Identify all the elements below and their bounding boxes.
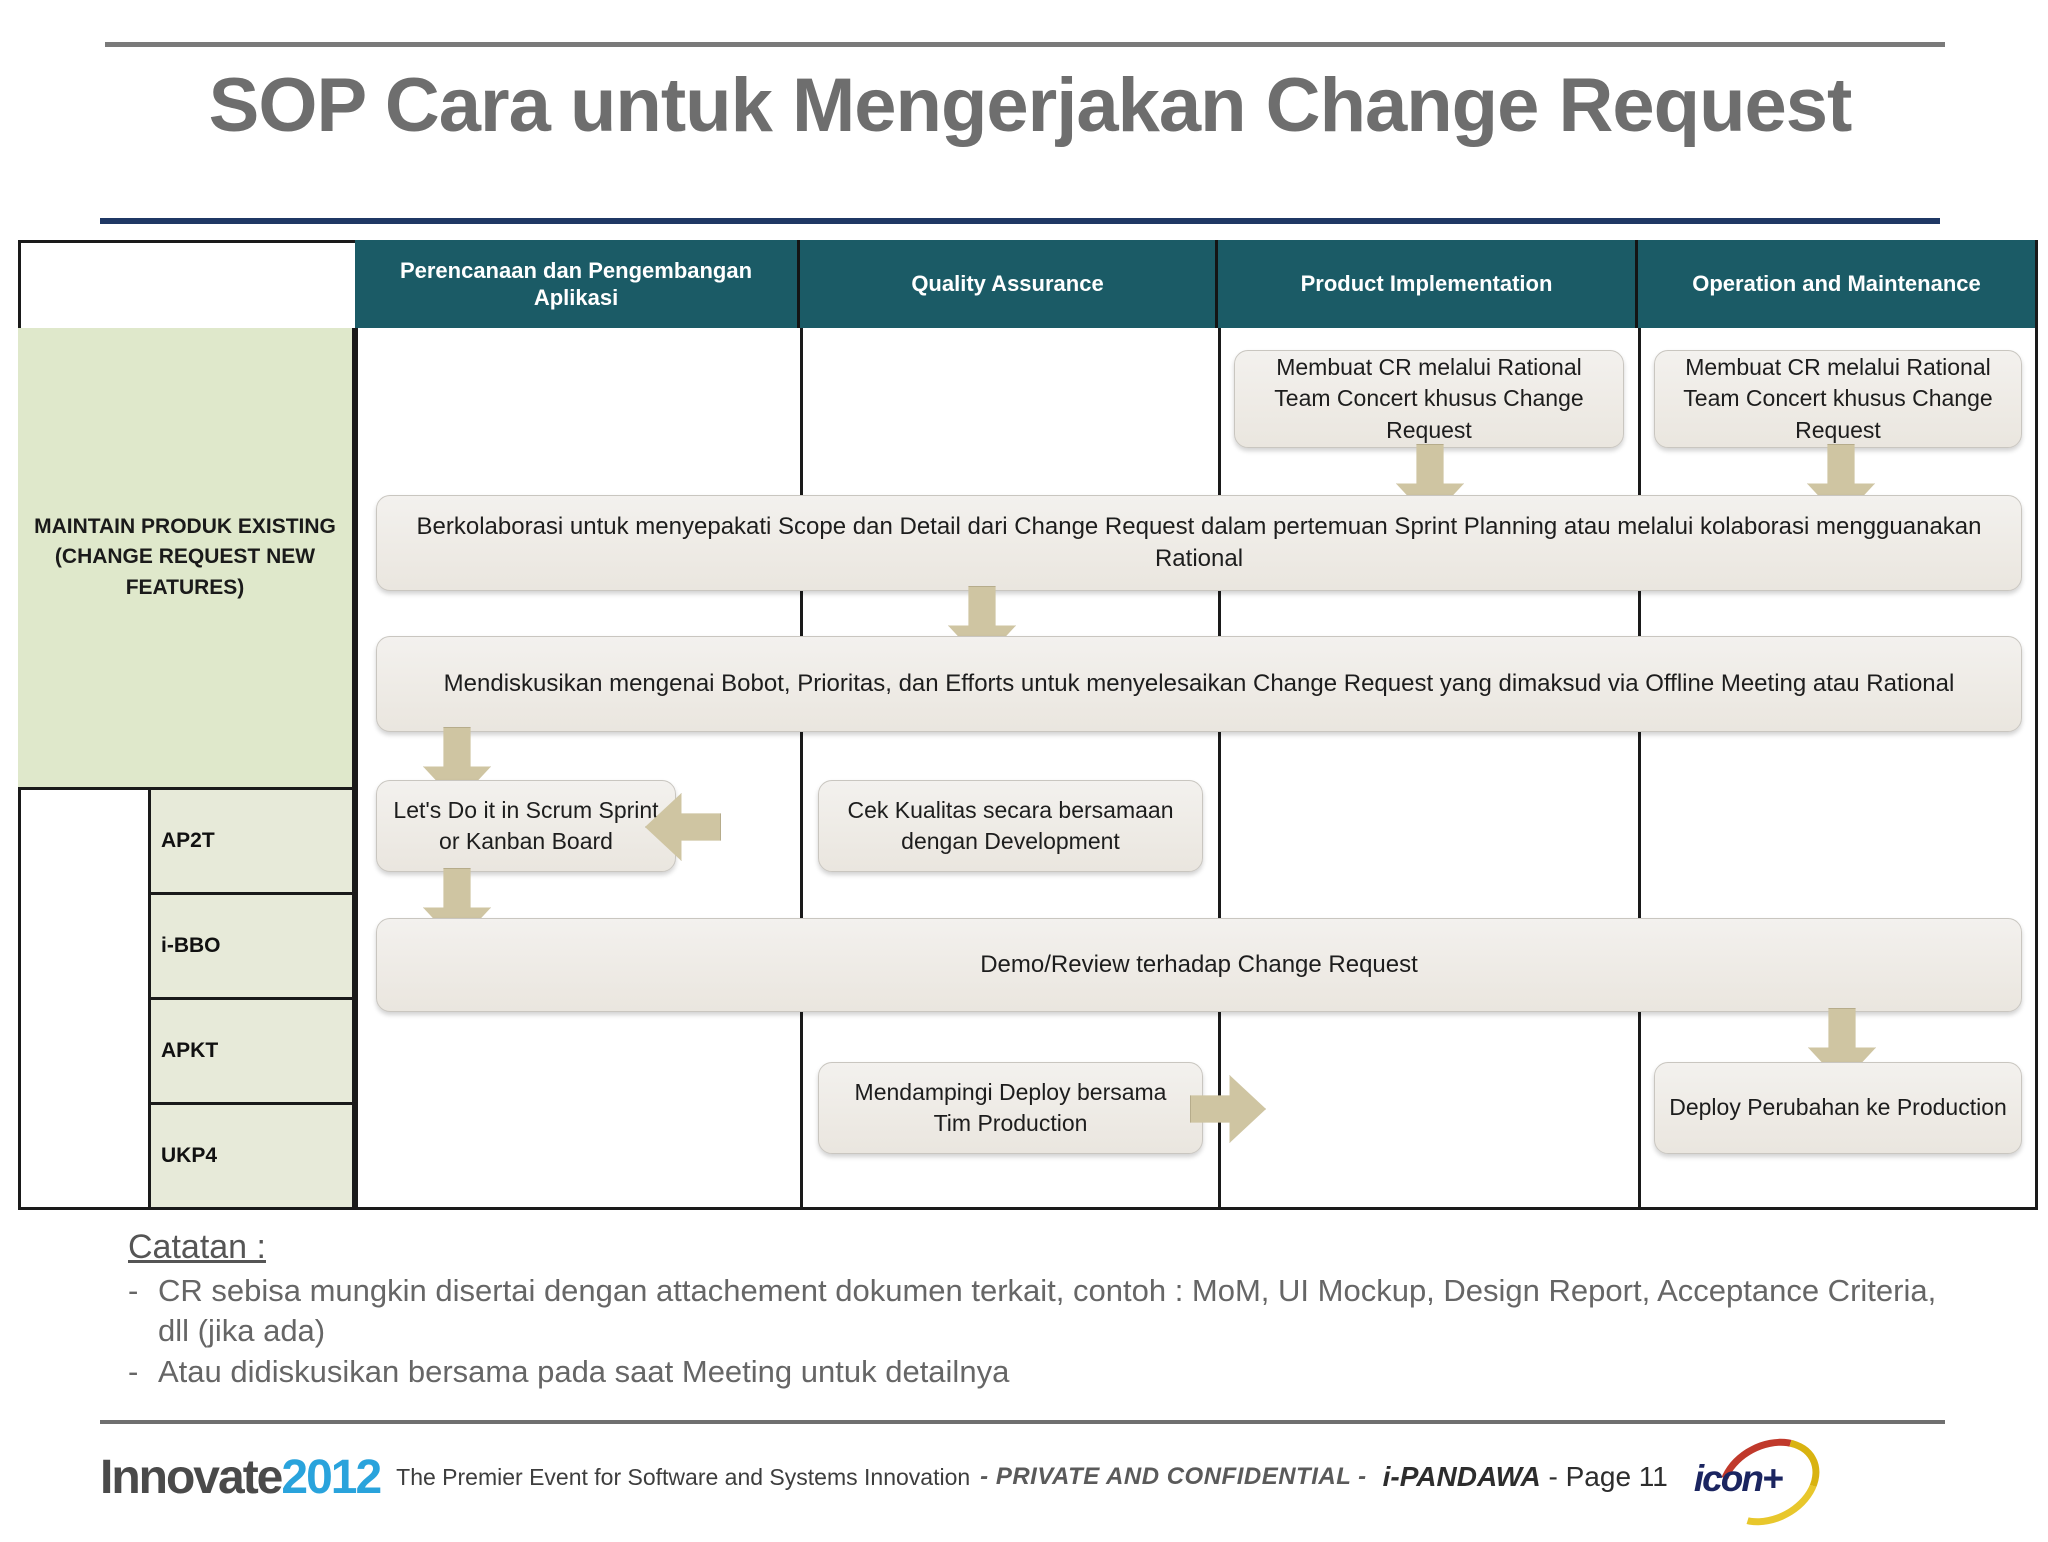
step-box-accompany-deploy: Mendampingi Deploy bersama Tim Productio…	[818, 1062, 1203, 1154]
notes-section: Catatan : - CR sebisa mungkin disertai d…	[128, 1228, 1948, 1392]
column-header-operation-maintenance: Operation and Maintenance	[1638, 240, 2035, 328]
subrow-ukp4: UKP4	[151, 1105, 352, 1207]
innovate-logo-year: 2012	[281, 1450, 382, 1504]
page-title: SOP Cara untuk Mengerjakan Change Reques…	[208, 63, 1853, 148]
swimlane-title-cell: MAINTAIN PRODUK EXISTING (CHANGE REQUEST…	[18, 328, 355, 790]
footer-project-name: i-PANDAWA	[1382, 1461, 1541, 1492]
column-divider-0	[355, 328, 358, 1207]
footer-page-info: i-PANDAWA - Page 11	[1383, 1461, 1668, 1493]
footer-tagline: The Premier Event for Software and Syste…	[396, 1463, 971, 1490]
subrow-ap2t: AP2T	[151, 790, 352, 895]
subrow-ibbo: i-BBO	[151, 895, 352, 1000]
sop-flow-diagram: Perencanaan dan Pengembangan Aplikasi Qu…	[18, 240, 2038, 1210]
step-box-create-cr-product: Membuat CR melalui Rational Team Concert…	[1234, 350, 1624, 448]
title-underline-rule	[100, 218, 1940, 224]
footer-bar: Innovate2012 The Premier Event for Softw…	[100, 1421, 2000, 1542]
note-text-1: CR sebisa mungkin disertai dengan attach…	[158, 1273, 1937, 1348]
confidential-notice: - PRIVATE AND CONFIDENTIAL -	[980, 1463, 1367, 1490]
note-bullet-marker-1: -	[128, 1273, 139, 1308]
column-divider-1	[800, 328, 803, 1207]
column-header-row: Perencanaan dan Pengembangan Aplikasi Qu…	[355, 240, 2035, 328]
column-header-planning: Perencanaan dan Pengembangan Aplikasi	[355, 240, 800, 328]
column-header-product-implementation: Product Implementation	[1218, 240, 1638, 328]
step-box-demo-review: Demo/Review terhadap Change Request	[376, 918, 2022, 1012]
footer-page-number: - Page 11	[1548, 1461, 1668, 1492]
innovate-logo-word: Innovate	[100, 1450, 283, 1504]
iconplus-logo: icon+	[1693, 1421, 1844, 1542]
notes-heading: Catatan :	[128, 1228, 266, 1266]
column-divider-2	[1218, 328, 1221, 1207]
step-box-collaborate: Berkolaborasi untuk menyepakati Scope da…	[376, 495, 2022, 591]
iconplus-logo-text: icon+	[1693, 1458, 1784, 1499]
step-box-create-cr-operation: Membuat CR melalui Rational Team Concert…	[1654, 350, 2022, 448]
column-divider-3	[1638, 328, 1641, 1207]
innovate-logo: Innovate2012	[100, 1450, 382, 1505]
step-box-quality-check: Cek Kualitas secara bersamaan dengan Dev…	[818, 780, 1203, 872]
product-subrow-list: AP2T i-BBO APKT UKP4	[148, 790, 355, 1207]
footer-divider-rule	[100, 1420, 1945, 1424]
note-bullet-marker-2: -	[128, 1354, 139, 1390]
step-box-discuss: Mendiskusikan mengenai Bobot, Prioritas,…	[376, 636, 2022, 732]
note-text-2: Atau didiskusikan bersama pada saat Meet…	[158, 1354, 1010, 1390]
subrow-apkt: APKT	[151, 1000, 352, 1105]
note-item-1: - CR sebisa mungkin disertai dengan atta…	[128, 1271, 1948, 1350]
note-item-2: - Atau didiskusikan bersama pada saat Me…	[128, 1352, 1948, 1392]
top-divider-rule	[105, 42, 1945, 47]
column-header-quality-assurance: Quality Assurance	[800, 240, 1218, 328]
step-box-deploy-production: Deploy Perubahan ke Production	[1654, 1062, 2022, 1154]
step-box-scrum-sprint: Let's Do it in Scrum Sprint or Kanban Bo…	[376, 780, 676, 872]
